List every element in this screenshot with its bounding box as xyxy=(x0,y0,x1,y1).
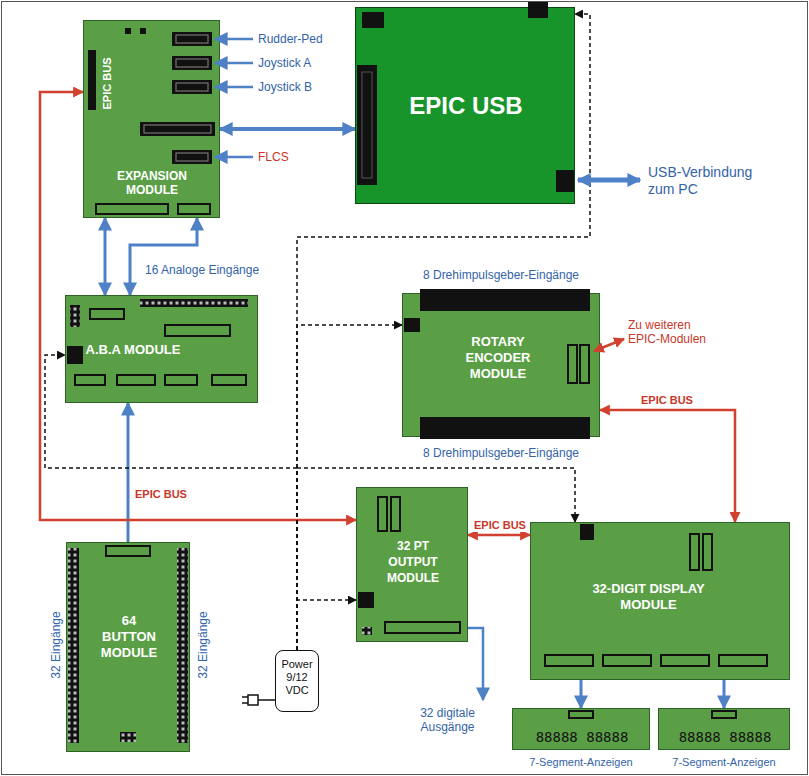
port-label: Rudder-Ped xyxy=(258,32,323,46)
bus-label: EPIC BUS xyxy=(473,518,527,532)
analog-module: A.B.A MODULE xyxy=(65,295,258,403)
display-label: 7-Segment-Anzeigen xyxy=(662,756,786,769)
module-title: 32 PT OUTPUT MODULE xyxy=(382,538,444,586)
aba-parts xyxy=(67,299,248,385)
power-line xyxy=(297,600,356,650)
port-label: Joystick A xyxy=(258,56,311,70)
power-supply: Power 9/12 VDC xyxy=(275,650,319,712)
expansion-module: EPIC BUS EXPANSION MODULE xyxy=(83,20,220,218)
segment-digits: 88888 88888 xyxy=(666,729,784,745)
module-title: ROTARY ENCODER MODULE xyxy=(453,334,543,382)
input-label: 8 Drehimpulsgeber-Eingänge xyxy=(402,446,600,460)
output-parts xyxy=(358,497,460,635)
bus-label: EPIC BUS xyxy=(640,393,694,407)
board-title: EPIC USB xyxy=(376,92,556,120)
module-title: 32-DIGIT DISPLAY MODULE xyxy=(576,581,721,613)
power-plug xyxy=(242,695,275,705)
input-label: 16 Analoge Eingänge xyxy=(145,263,259,277)
bus-cable xyxy=(468,534,530,537)
output-module: 32 PT OUTPUT MODULE xyxy=(356,487,468,642)
segment-display: 88888 88888 xyxy=(658,708,790,750)
signal-cable xyxy=(220,127,355,131)
bus-label: EPIC BUS xyxy=(134,487,188,501)
usb-parts xyxy=(357,2,574,192)
pc-link-label: USB-Verbindung zum PC xyxy=(648,164,773,198)
expansion-parts xyxy=(88,28,215,214)
rotary-parts xyxy=(404,289,590,439)
bus-note: Zu weiteren EPIC-Modulen xyxy=(628,318,720,346)
input-label: 32 Eingänge xyxy=(48,611,62,678)
usb-interface-board: EPIC USB xyxy=(355,7,575,204)
signal-cable xyxy=(580,680,583,708)
power-rating: Power 9/12 VDC xyxy=(277,658,317,697)
signal-cable xyxy=(130,218,197,295)
port-label: FLCS xyxy=(258,150,289,164)
signal-cable xyxy=(723,680,726,708)
output-label: 32 digitale Ausgänge xyxy=(410,706,485,734)
button-parts xyxy=(68,546,188,743)
port-label: Joystick B xyxy=(258,80,312,94)
bus-label: EPIC BUS xyxy=(101,57,114,109)
leader-lines xyxy=(215,39,640,700)
display-label: 7-Segment-Anzeigen xyxy=(519,756,643,769)
module-title: A.B.A MODULE xyxy=(78,342,188,357)
input-label: 8 Drehimpulsgeber-Eingänge xyxy=(402,268,600,282)
module-title: 64 BUTTON MODULE xyxy=(98,613,160,661)
button-module: 64 BUTTON MODULE xyxy=(66,542,190,752)
input-label: 32 Eingänge xyxy=(195,611,209,678)
segment-display: 88888 88888 xyxy=(512,708,650,750)
module-title: EXPANSION MODULE xyxy=(102,169,202,197)
signal-cable xyxy=(104,218,107,295)
segment-digits: 88888 88888 xyxy=(523,729,641,745)
encoder-module: ROTARY ENCODER MODULE xyxy=(402,293,600,437)
bus-cable xyxy=(600,410,735,522)
display-parts xyxy=(545,524,767,718)
